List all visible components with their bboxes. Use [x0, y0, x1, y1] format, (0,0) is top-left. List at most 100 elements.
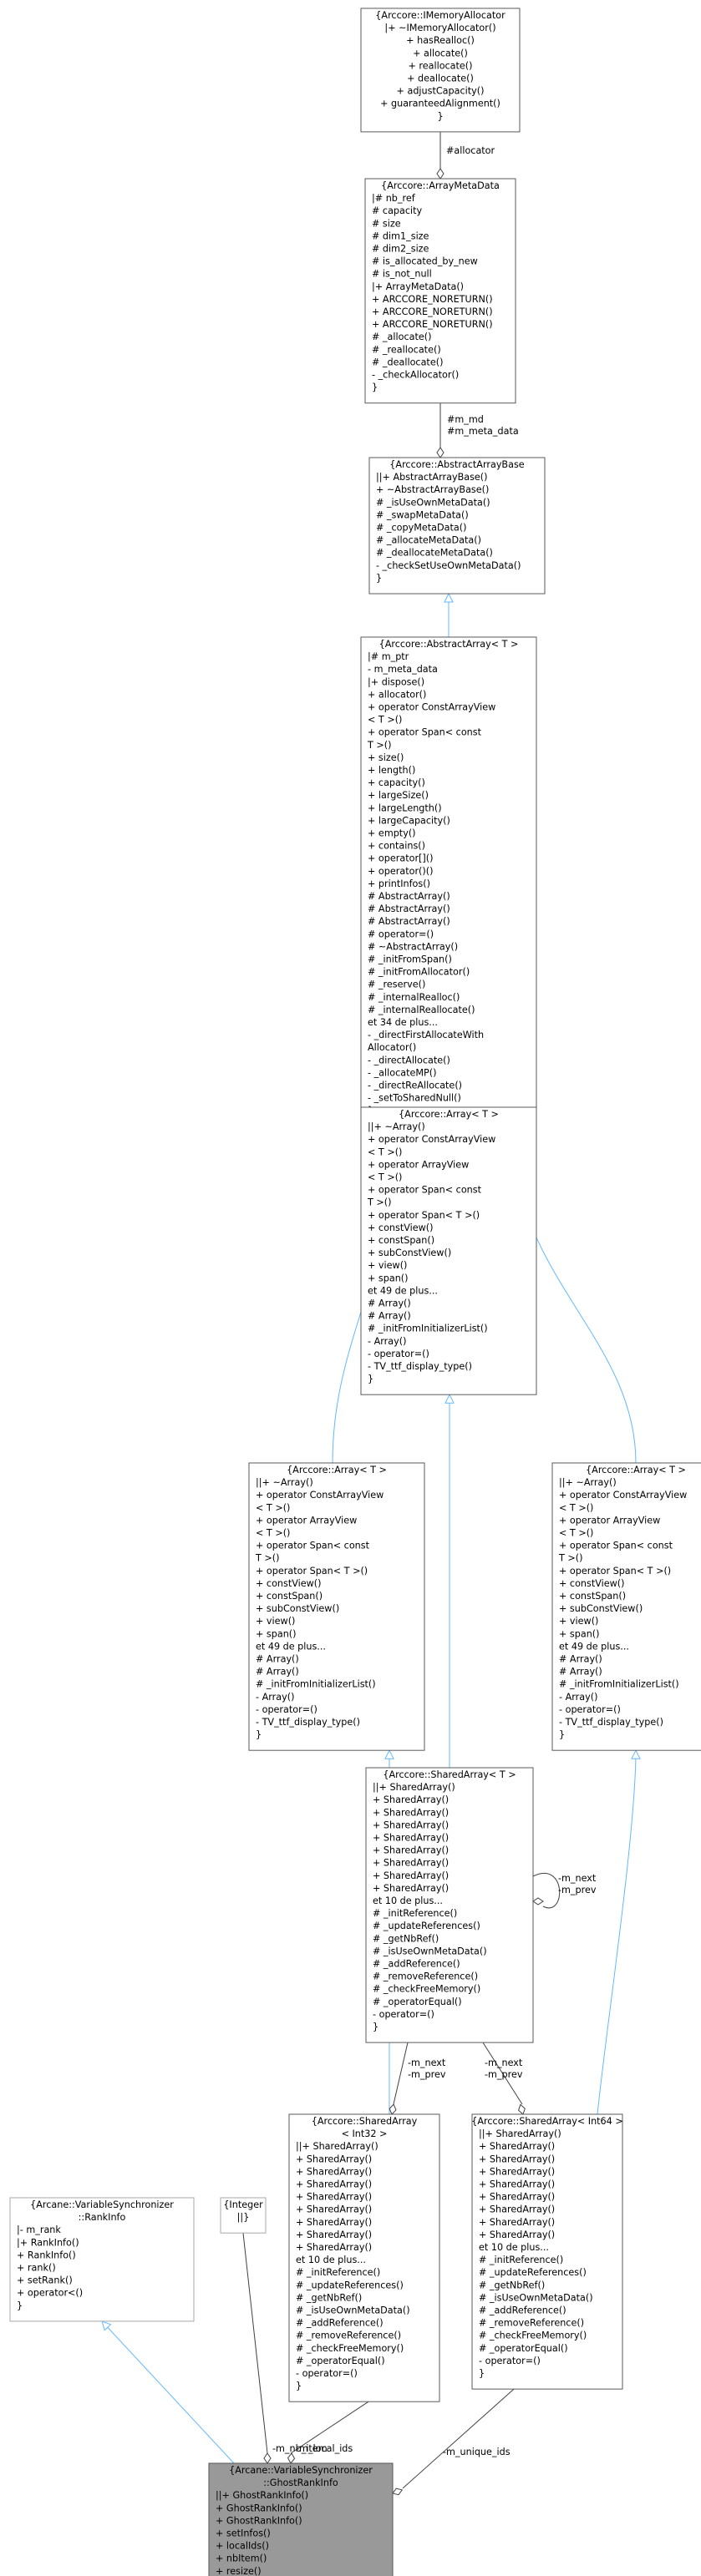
class-member-text: - operator=()	[373, 2009, 434, 2020]
class-member-text: + operator ArrayView	[559, 1515, 660, 1526]
class-member-text: < T >()	[368, 1172, 402, 1183]
class-member-text: + SharedArray()	[373, 1794, 449, 1805]
class-member-text: ||+ ~Array()	[256, 1477, 313, 1488]
int64-link-diamond	[518, 2103, 526, 2115]
class-member-text: + allocator()	[368, 689, 426, 700]
class-member-text: - m_meta_data	[368, 664, 438, 675]
class-member-text: + SharedArray()	[373, 1833, 449, 1844]
class-node-shared-array-t[interactable]: {Arccore::SharedArray< T >||+ SharedArra…	[365, 1767, 534, 2043]
class-member-text: {Arcane::VariableSynchronizer	[229, 2465, 373, 2476]
class-box	[9, 2197, 195, 2322]
class-node-array-left[interactable]: {Arccore::Array< T >||+ ~Array()+ operat…	[248, 1462, 425, 1751]
meta-data-diamond	[436, 447, 444, 458]
class-member-text: + largeCapacity()	[368, 815, 450, 826]
class-member-text: + rank()	[17, 2263, 56, 2274]
class-member-text: # _initFromInitializerList()	[559, 1679, 679, 1690]
class-member-text: # _swapMetaData()	[376, 509, 469, 520]
edge-label-allocator: #allocator	[446, 145, 495, 156]
class-box	[365, 1767, 534, 2043]
class-member-text: # _internalRealloc()	[368, 992, 460, 1003]
class-member-text: # _isUseOwnMetaData()	[373, 1946, 487, 1956]
class-member-text: + operator ConstArrayView	[368, 1134, 495, 1145]
class-member-text: T >()	[367, 740, 392, 751]
class-member-text: # _addReference()	[296, 2318, 384, 2329]
class-member-text: + SharedArray()	[479, 2141, 555, 2152]
class-member-text: # _addReference()	[373, 1959, 460, 1970]
class-member-text: - _checkAllocator()	[372, 370, 459, 381]
int32-link-diamond	[389, 2103, 397, 2115]
class-member-text: + SharedArray()	[296, 2166, 372, 2177]
class-member-text: - _setToSharedNull()	[368, 1093, 461, 1104]
class-node-array-right[interactable]: {Arccore::Array< T >||+ ~Array()+ operat…	[551, 1462, 701, 1751]
class-member-text: # _allocateMetaData()	[376, 535, 481, 546]
class-member-text: # operator=()	[368, 929, 434, 939]
class-member-text: {Arccore::AbstractArrayBase	[389, 459, 524, 470]
class-member-text: + SharedArray()	[479, 2204, 555, 2215]
edge-label-self-loop: -m_prev	[558, 1885, 597, 1895]
class-node-array-center[interactable]: {Arccore::Array< T >||+ ~Array()+ operat…	[360, 1106, 537, 1395]
class-member-text: + ARCCORE_NORETURN()	[372, 294, 493, 305]
class-member-text: # Array()	[256, 1654, 299, 1665]
class-member-text: + ARCCORE_NORETURN()	[372, 306, 493, 317]
edge-int64-link	[482, 2042, 523, 2105]
class-member-text: {Arcane::VariableSynchronizer	[30, 2199, 174, 2210]
class-member-text: - _directAllocate()	[368, 1055, 450, 1065]
class-member-text: # Array()	[559, 1654, 602, 1665]
class-node-array-meta-data[interactable]: {Arccore::ArrayMetaData|# nb_ref# capaci…	[364, 178, 516, 404]
class-member-text: ::RankInfo	[79, 2212, 126, 2223]
class-member-text: et 10 de plus...	[479, 2242, 549, 2253]
class-member-text: - _checkSetUseOwnMetaData()	[376, 560, 521, 571]
class-member-text: + SharedArray()	[479, 2192, 555, 2203]
class-node-ghost-rank-info[interactable]: {Arcane::VariableSynchronizer::GhostRank…	[208, 2462, 394, 2576]
class-member-text: # _initFromAllocator()	[368, 967, 470, 978]
class-member-text: # ~AbstractArray()	[368, 941, 458, 952]
class-node-imemory-allocator[interactable]: {Arccore::IMemoryAllocator|+ ~IMemoryAll…	[360, 8, 521, 133]
class-node-shared-array-int32[interactable]: {Arccore::SharedArray< Int32 >||+ Shared…	[288, 2113, 440, 2402]
class-member-text: + largeLength()	[368, 802, 442, 813]
class-member-text: + constSpan()	[559, 1591, 626, 1602]
edge-label-int64-link: -m_prev	[485, 2069, 523, 2080]
class-member-text: + operator Span< const	[368, 1185, 482, 1196]
class-member-text: ||}	[237, 2212, 250, 2223]
class-box	[288, 2113, 440, 2402]
class-member-text: # Array()	[368, 1298, 411, 1309]
class-member-text: # _updateReferences()	[373, 1921, 480, 1931]
class-member-text: }	[559, 1729, 565, 1740]
class-member-text: + reallocate()	[408, 60, 472, 71]
class-member-text: < Int32 >	[342, 2128, 388, 2139]
class-member-text: ||+ AbstractArrayBase()	[376, 472, 488, 483]
class-box	[551, 1462, 701, 1751]
class-member-text: # _initReference()	[373, 1908, 457, 1919]
class-member-text: + empty()	[368, 828, 416, 839]
class-member-text: et 49 de plus...	[368, 1285, 438, 1296]
class-member-text: + span()	[256, 1628, 297, 1639]
class-member-text: < T >()	[559, 1528, 593, 1539]
class-member-text: + SharedArray()	[296, 2192, 372, 2203]
class-member-text: }	[256, 1729, 262, 1740]
class-node-rank-info[interactable]: {Arcane::VariableSynchronizer::RankInfo|…	[9, 2197, 195, 2322]
class-node-shared-array-int64[interactable]: {Arccore::SharedArray< Int64 >||+ Shared…	[471, 2113, 623, 2390]
self-loop-diamond	[532, 1897, 544, 1905]
class-node-integer[interactable]: {Integer||}	[220, 2197, 267, 2234]
class-member-text: + subConstView()	[256, 1603, 339, 1614]
class-member-text: # dim2_size	[372, 244, 429, 255]
class-member-text: + constView()	[368, 1222, 434, 1233]
edge-self-loop	[532, 1873, 561, 1909]
class-member-text: # _initFromInitializerList()	[256, 1679, 376, 1690]
class-member-text: + nbItem()	[216, 2553, 267, 2564]
edge-local-ids	[290, 2401, 369, 2454]
class-member-text: - Array()	[256, 1692, 294, 1703]
class-member-text: {Arccore::IMemoryAllocator	[375, 10, 505, 21]
class-member-text: et 10 de plus...	[296, 2255, 366, 2265]
class-member-text: + guaranteedAlignment()	[380, 99, 500, 109]
class-member-text: + operator ArrayView	[368, 1159, 469, 1170]
class-member-text: < T >()	[256, 1528, 290, 1539]
class-node-abstract-array-base[interactable]: {Arccore::AbstractArrayBase||+ AbstractA…	[368, 457, 546, 595]
class-member-text: + GhostRankInfo()	[216, 2515, 302, 2526]
allocator-diamond	[436, 168, 444, 180]
class-node-abstract-array[interactable]: {Arccore::AbstractArray< T >|# m_ptr- m_…	[360, 636, 537, 1127]
class-member-text: - _allocateMP()	[368, 1067, 437, 1078]
class-member-text: # _initFromInitializerList()	[368, 1323, 488, 1334]
class-member-text: # is_not_null	[372, 269, 432, 280]
edge-label-local-ids: -m_local_ids	[296, 2443, 353, 2454]
